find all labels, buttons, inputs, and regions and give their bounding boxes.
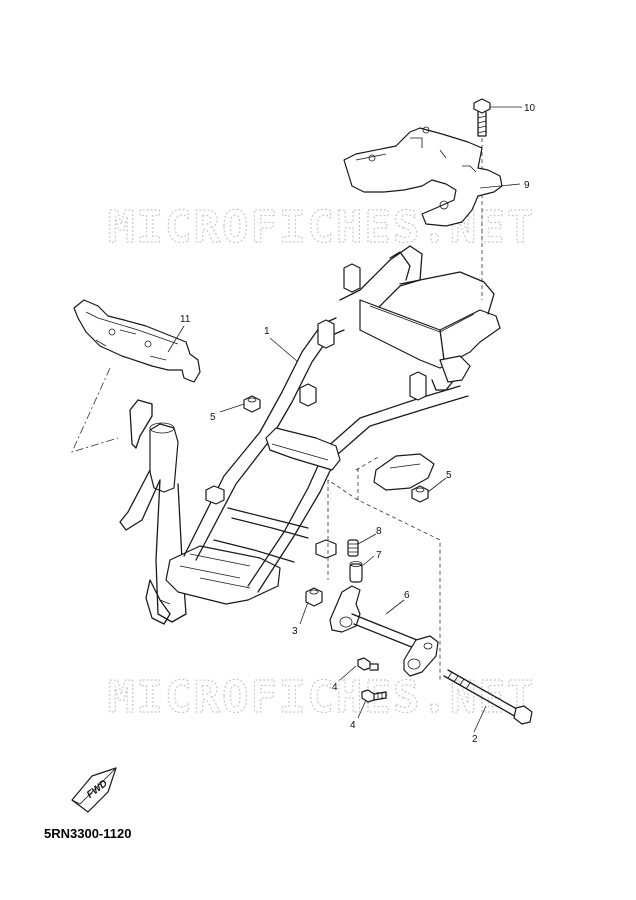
main-frame-part-1 [119, 245, 501, 625]
leader-6 [385, 599, 405, 615]
leader-7 [361, 555, 375, 567]
leader-3 [299, 601, 309, 625]
leader-5b [427, 477, 447, 493]
callout-4a: 4 [332, 682, 338, 693]
callout-8: 8 [376, 526, 382, 537]
callout-1: 1 [264, 326, 270, 337]
leader-1 [269, 337, 299, 363]
fwd-arrow-badge: FWD [71, 767, 117, 813]
diagram-code: 5RN3300-1120 [44, 826, 132, 841]
callout-11: 11 [180, 314, 191, 325]
nut-part-5-upper [243, 395, 261, 413]
collar-part-7 [349, 561, 363, 583]
leader-2 [473, 705, 487, 733]
watermark-bottom: MICROFICHES.NET [108, 672, 535, 723]
leader-5a [219, 403, 245, 413]
callout-9: 9 [524, 180, 530, 191]
engine-mount-guide-lines [327, 468, 441, 680]
callout-4b: 4 [350, 720, 356, 731]
callout-5b: 5 [446, 470, 452, 481]
leader-11 [167, 325, 185, 353]
leader-8 [357, 533, 377, 545]
nut-part-5-lower [411, 485, 429, 503]
callout-6: 6 [404, 590, 410, 601]
rear-bracket-part-9 [343, 126, 503, 227]
callout-2: 2 [472, 734, 478, 745]
long-bolt-part-2 [443, 669, 533, 725]
front-bracket-part-11 [73, 299, 201, 383]
callout-5a: 5 [210, 412, 216, 423]
callout-3: 3 [292, 626, 298, 637]
bolt-part-4-upper [357, 657, 379, 671]
mount-guide-line [355, 455, 381, 471]
callout-7: 7 [376, 550, 382, 561]
bolt-part-10 [473, 98, 491, 137]
callout-10: 10 [524, 103, 536, 114]
bracket-11-guide-line [71, 367, 119, 453]
nut-part-3 [305, 587, 323, 607]
engine-bracket-part-6 [329, 585, 439, 677]
leader-4b [357, 699, 367, 719]
bush-part-8 [347, 539, 359, 557]
leader-4a [339, 665, 357, 681]
leader-9 [479, 183, 521, 189]
bolt-part-4-lower [361, 689, 387, 703]
